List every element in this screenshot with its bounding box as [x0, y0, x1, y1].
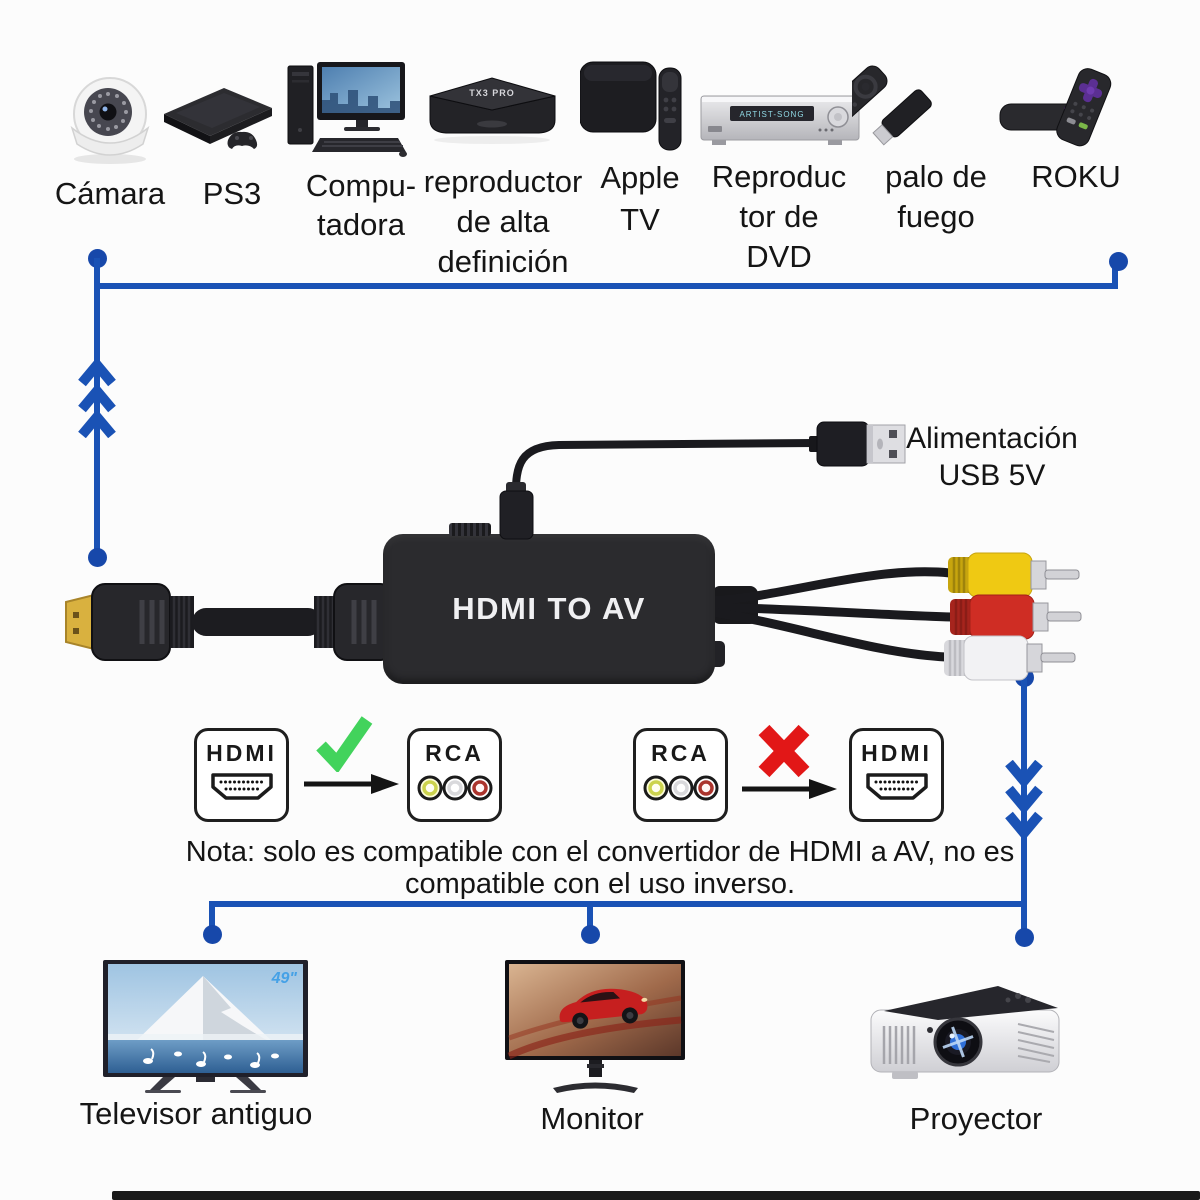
hdmi-port-label: HDMI [206, 740, 277, 766]
hd-media-player-icon: TX3 PRO [429, 77, 556, 144]
security-camera-icon [70, 77, 150, 164]
rca-ports-icon [643, 775, 718, 801]
compatibility-note: Nota: solo es compatible con el converti… [185, 836, 1015, 900]
device-label-dvd: Reproduc tor de DVD [711, 159, 847, 274]
connector-line-bottom-horizontal [212, 901, 1027, 907]
dvd-display-text: ARTIST-SONG [739, 110, 804, 119]
device-label-ps3: PS3 [202, 176, 262, 211]
tv-size-badge: 49" [271, 970, 298, 987]
hdmi-port-box: HDMI [849, 728, 944, 822]
old-tv-icon: 49" [103, 960, 308, 1093]
x-icon [758, 724, 810, 778]
projector-icon [870, 986, 1060, 1079]
connector-node [1015, 928, 1034, 947]
connector-drop-middle [587, 901, 593, 931]
roku-stick-icon [999, 68, 1112, 147]
apple-tv-icon [580, 61, 682, 151]
connector-node [581, 925, 600, 944]
connector-drop-left [209, 901, 215, 931]
hdmi-port-label: HDMI [861, 740, 932, 766]
hd-player-brand-text: TX3 PRO [469, 88, 515, 98]
connector-line-right-riser [1112, 260, 1118, 289]
connector-node [1109, 252, 1128, 271]
rca-ports-icon [417, 775, 492, 801]
arrow-right-icon [742, 779, 837, 799]
rca-plugs-icon [704, 552, 1082, 681]
usb-power-cable-icon [499, 421, 906, 540]
device-label-reproductor-hd: reproductor de alta definición [423, 164, 583, 279]
arrow-right-icon [304, 774, 399, 794]
converter-switch [449, 523, 491, 536]
monitor-icon [505, 960, 685, 1093]
usb-power-label: Alimentación USB 5V [906, 422, 1078, 492]
connector-line-left-vertical [94, 258, 100, 558]
device-label-roku: ROKU [1031, 159, 1121, 194]
connector-node [203, 925, 222, 944]
converter-label: HDMI TO AV [452, 591, 646, 626]
rca-plug-red [950, 594, 1082, 640]
converter-box: HDMI TO AV [383, 534, 715, 684]
rca-port-box: RCA [633, 728, 728, 822]
rca-port-box: RCA [407, 728, 502, 822]
device-label-apple-tv: Apple TV [600, 160, 680, 237]
hdmi-port-icon [210, 773, 273, 800]
hdmi-cable-icon [65, 583, 393, 661]
rca-port-label: RCA [425, 740, 484, 766]
rca-port-label: RCA [651, 740, 710, 766]
ps3-console-icon [164, 88, 272, 149]
device-label-camara: Cámara [54, 176, 166, 211]
rca-plug-yellow [948, 552, 1080, 598]
device-label-televisor: Televisor antiguo [79, 1096, 313, 1131]
fire-tv-stick-icon [852, 65, 932, 146]
down-chevrons-icon [1005, 760, 1043, 840]
connector-node [88, 548, 107, 567]
rca-plug-white [944, 635, 1076, 681]
converter-side-tab [712, 641, 725, 667]
device-label-monitor: Monitor [540, 1101, 644, 1136]
up-chevrons-icon [78, 358, 116, 438]
device-label-firestick: palo de fuego [885, 159, 987, 234]
hdmi-port-box: HDMI [194, 728, 289, 822]
hdmi-port-icon [865, 773, 928, 800]
device-label-computadora: Compu- tadora [305, 168, 417, 242]
device-label-proyector: Proyector [909, 1101, 1043, 1136]
dvd-player-icon: ARTIST-SONG [700, 95, 860, 145]
desktop-computer-icon [287, 62, 407, 157]
connector-line-top-horizontal [97, 283, 1115, 289]
bottom-edge-bar [112, 1191, 1200, 1200]
check-icon [316, 716, 373, 772]
